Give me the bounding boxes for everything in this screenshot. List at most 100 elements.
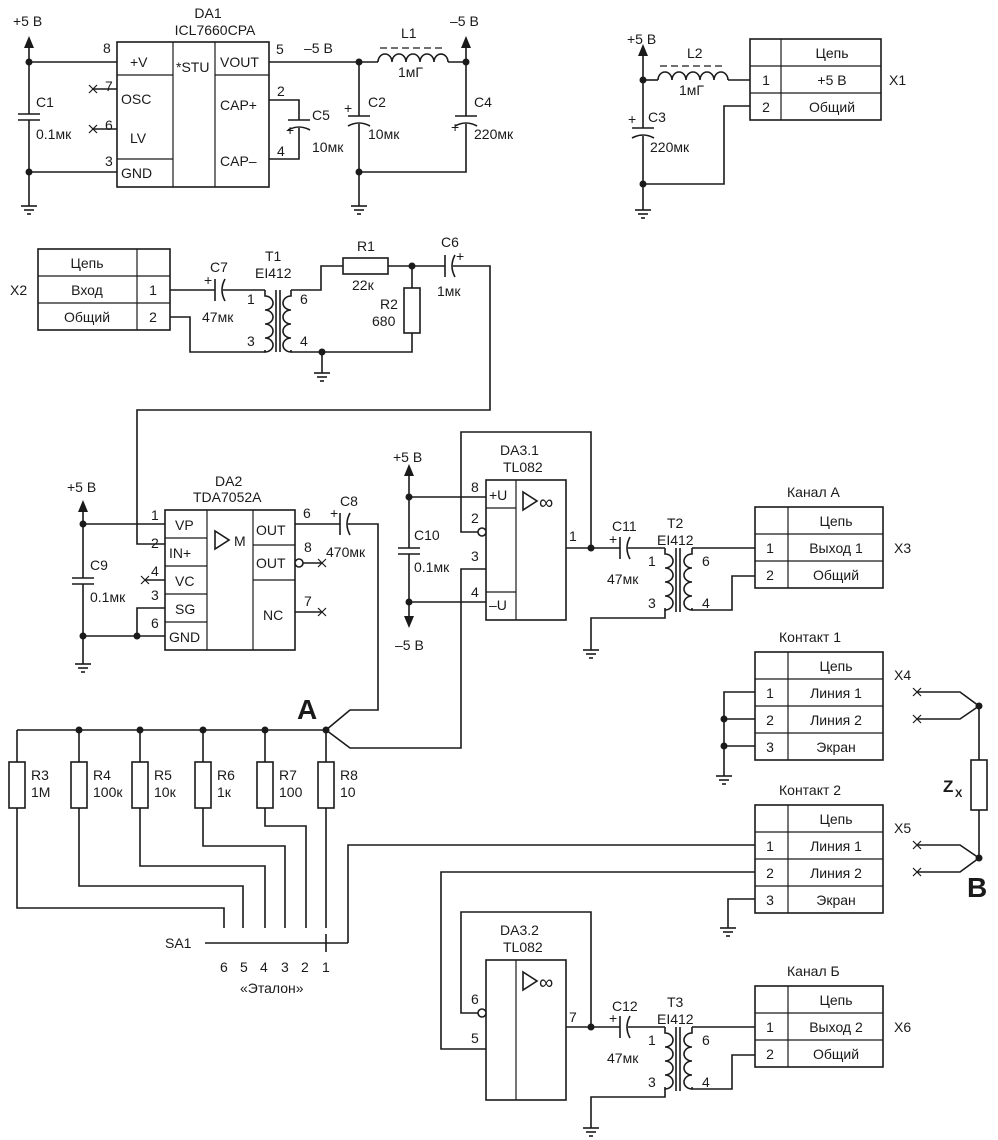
da1-wiring: +5 В C1 0.1мк –5 В L1 1мГ –5 В + C2 10мк [13,13,514,215]
supply-plus5-da31: +5 В [393,449,422,465]
svg-text:Цепь: Цепь [819,513,852,529]
t1-primary [264,290,274,353]
x1-power-block: +5 В L2 1мГ + C3 220мк [627,31,750,219]
da32-body [485,959,567,1101]
svg-text:L1: L1 [401,25,417,41]
svg-text:OUT: OUT [256,555,286,571]
svg-text:1мк: 1мк [437,283,461,299]
da1-pin-gnd: GND [121,165,152,181]
t3-primary [664,1027,674,1090]
svg-text:R7: R7 [279,767,297,783]
da1-pin-v: +V [130,54,148,70]
da32-block: DA3.2 TL082 ∞ 6 5 7 [471,922,577,1101]
supply-plus5-da1: +5 В [13,13,42,29]
svg-text:3: 3 [151,587,159,603]
svg-text:+U: +U [489,487,507,503]
svg-text:5: 5 [240,959,248,975]
da1-pin-capm: CAP– [220,153,257,169]
svg-text:C3: C3 [648,109,666,125]
svg-text:8: 8 [304,539,312,555]
svg-text:X6: X6 [894,1019,911,1035]
connector-x4: Контакт 1 Цепь 1 Линия 1 2 Линия 2 3 Экр… [715,629,911,785]
svg-text:Выход 2: Выход 2 [809,1019,863,1035]
da31-sym: ∞ [539,492,553,514]
svg-text:1: 1 [648,553,656,569]
svg-text:1: 1 [648,1032,656,1048]
svg-text:3: 3 [648,1074,656,1090]
da1-vout-label: –5 В [304,40,333,56]
r8 [317,761,335,809]
da31-body [485,479,567,621]
svg-text:1к: 1к [217,784,232,800]
svg-text:8: 8 [471,479,479,495]
svg-text:+: + [451,119,459,135]
svg-text:C8: C8 [340,493,358,509]
svg-text:R3: R3 [31,767,49,783]
svg-text:3: 3 [471,548,479,564]
svg-text:680: 680 [372,313,396,329]
svg-text:Экран: Экран [816,739,856,755]
svg-text:Контакт 1: Контакт 1 [779,629,841,645]
svg-text:C4: C4 [474,94,492,110]
svg-text:T2: T2 [667,515,684,531]
svg-text:8: 8 [103,40,111,56]
svg-text:+: + [204,272,212,288]
da1-ref: DA1 [194,5,221,21]
svg-text:C9: C9 [90,557,108,573]
svg-text:100к: 100к [93,784,123,800]
r6 [194,761,212,809]
svg-text:3: 3 [105,153,113,169]
svg-text:Цепь: Цепь [819,658,852,674]
svg-text:OUT: OUT [256,522,286,538]
svg-text:7: 7 [105,78,113,94]
svg-text:1: 1 [322,959,330,975]
svg-text:3: 3 [766,739,774,755]
svg-text:6: 6 [220,959,228,975]
svg-text:EI412: EI412 [657,532,694,548]
da32-sym: ∞ [539,972,553,994]
svg-text:2: 2 [471,510,479,526]
r5 [131,761,149,809]
svg-text:6: 6 [702,553,710,569]
svg-text:6: 6 [105,117,113,133]
svg-text:5: 5 [471,1030,479,1046]
r7 [256,761,274,809]
svg-text:C12: C12 [612,998,638,1014]
da32-ref: DA3.2 [500,922,539,938]
svg-text:47мк: 47мк [607,1050,639,1066]
t1-secondary [282,290,292,353]
svg-text:1: 1 [149,282,157,298]
node-a-label: A [297,694,317,725]
svg-text:2: 2 [766,865,774,881]
node-b-label: B [967,872,987,903]
svg-text:6: 6 [303,505,311,521]
svg-text:Общий: Общий [813,1046,859,1062]
svg-text:1: 1 [247,291,255,307]
svg-text:IN+: IN+ [169,545,191,561]
svg-text:220мк: 220мк [474,126,514,142]
svg-text:X1: X1 [889,72,906,88]
svg-text:2: 2 [762,99,770,115]
svg-text:T1: T1 [265,248,282,264]
svg-text:R2: R2 [380,296,398,312]
svg-text:6: 6 [300,291,308,307]
svg-text:SG: SG [175,601,195,617]
l2-coil [657,71,729,81]
da1-part: ICL7660CPA [175,22,256,38]
svg-text:R6: R6 [217,767,235,783]
svg-text:2: 2 [766,712,774,728]
svg-text:4: 4 [702,1074,710,1090]
svg-text:Выход 1: Выход 1 [809,540,863,556]
svg-text:C11: C11 [612,518,637,534]
svg-text:Общий: Общий [64,309,110,325]
svg-text:Контакт 2: Контакт 2 [779,782,841,798]
input-stage: + C7 47мк T1 EI412 1 3 6 4 R1 22к R2 680… [136,234,491,545]
svg-text:Линия 2: Линия 2 [810,712,862,728]
svg-text:+: + [286,122,294,138]
da2-wiring: +5 В C9 0.1мк + C8 470мк [67,479,379,731]
da31-part: TL082 [503,459,543,475]
svg-text:VC: VC [175,573,194,589]
svg-text:4: 4 [260,959,268,975]
svg-text:C10: C10 [414,527,440,543]
svg-text:Вход: Вход [71,282,103,298]
